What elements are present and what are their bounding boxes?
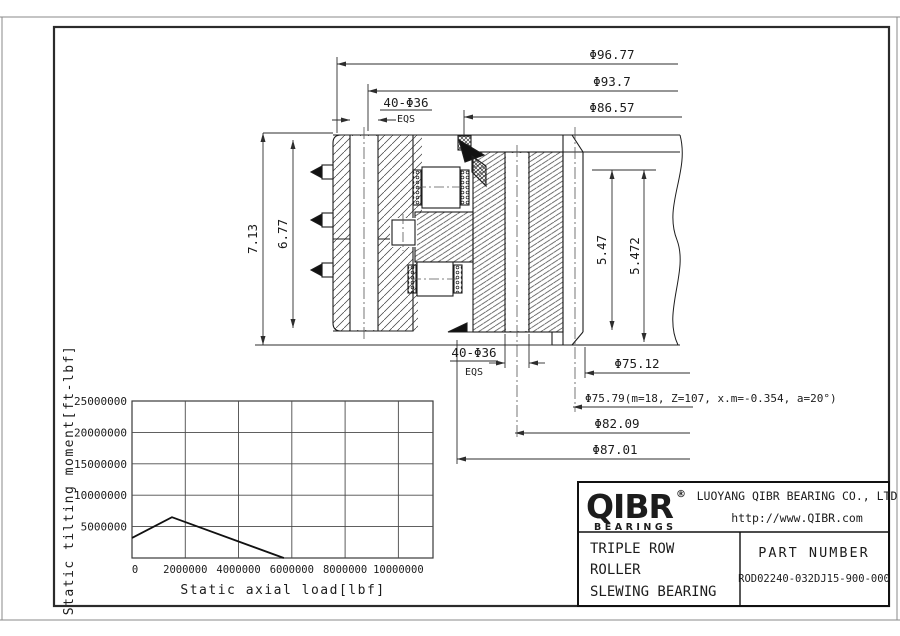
part-number-label: PART NUMBER [758, 545, 869, 561]
grease-nipple [309, 164, 334, 180]
grease-nipple [309, 262, 334, 278]
product-line-3: SLEWING BEARING [590, 584, 716, 600]
capacity-chart: 0 2000000 4000000 6000000 8000000 10000000 500… [62, 345, 434, 615]
dim-gear-width: 5.47 [594, 235, 609, 265]
outer-ring-nose [414, 211, 474, 263]
grease-nipple [309, 212, 334, 228]
dim-overall-height: 7.13 [245, 224, 260, 254]
dim-root-diameter: Φ75.12 [614, 356, 659, 371]
chart-y-tick-label: 25000000 [74, 395, 127, 408]
chart-x-tick-label: 8000000 [323, 564, 367, 576]
part-number-value: ROD02240-032DJ15-900-000 [738, 573, 890, 585]
product-line-1: TRIPLE ROW [590, 541, 675, 557]
dim-gear-note: Φ75.79(m=18, Z=107, x.m=-0.354, a=20°) [585, 392, 837, 405]
centerlines [363, 127, 576, 438]
chart-curve [131, 516, 285, 559]
dim-outer-ring-diameter: Φ87.01 [592, 442, 637, 457]
dim-seal-diameter-top: Φ86.57 [589, 100, 634, 115]
dim-outer-diameter: Φ96.77 [589, 47, 634, 62]
dim-ring-height: 6.77 [275, 219, 290, 249]
chart-x-tick-label: 4000000 [216, 564, 260, 576]
chart-x-tick-label: 2000000 [163, 564, 207, 576]
product-description: TRIPLE ROW ROLLER SLEWING BEARING [590, 541, 716, 600]
logo-subtext: BEARINGS [594, 522, 677, 533]
company-website: http://www.QIBR.com [731, 511, 863, 525]
lower-roller-row [407, 261, 463, 297]
top-seal [457, 135, 487, 188]
chart-y-tick-label: 15000000 [74, 458, 127, 471]
title-block: QIBR ® BEARINGS LUOYANG QIBR BEARING CO.… [577, 481, 898, 607]
inner-border [52, 25, 891, 608]
chart-layer: 0 2000000 4000000 6000000 8000000 10000000 500… [74, 395, 433, 576]
chart-plot-border [131, 400, 434, 559]
chart-y-tick-label: 5000000 [81, 521, 127, 534]
dim-bolt-circle-top: Φ93.7 [593, 74, 631, 89]
logo-text: QIBR [586, 487, 673, 526]
chart-x-tick-label: 10000000 [373, 564, 424, 576]
dim-bolt-count-bottom: 40-Φ36 [451, 345, 496, 360]
dimension-texts: Φ96.77 Φ93.7 Φ86.57 40-Φ36 EQS 7.13 6.77… [245, 47, 837, 457]
chart-y-tick-label: 10000000 [74, 489, 127, 502]
break-line [672, 134, 683, 346]
dimension-layer [255, 57, 693, 464]
company-name: LUOYANG QIBR BEARING CO., LTD [697, 489, 898, 503]
dim-bolt-count-top: 40-Φ36 [383, 95, 428, 110]
sheet-frame [0, 16, 900, 621]
chart-x-tick-label: 0 [132, 564, 138, 576]
bearing-section [309, 127, 683, 438]
chart-x-axis-label: Static axial load[lbf] [180, 583, 385, 598]
registered-mark-icon: ® [676, 489, 686, 500]
product-line-2: ROLLER [590, 562, 641, 578]
radial-roller-row [390, 214, 417, 251]
dim-bolt-eqs-bottom: EQS [465, 367, 483, 378]
dim-gear-width-2: 5.472 [627, 237, 642, 275]
brand-logo: QIBR ® BEARINGS [586, 487, 686, 533]
dim-bolt-circle-bottom: Φ82.09 [594, 416, 639, 431]
dim-bolt-eqs-top: EQS [397, 114, 415, 125]
chart-x-tick-label: 6000000 [270, 564, 314, 576]
chart-y-tick-label: 20000000 [74, 426, 127, 439]
title-block-border [577, 481, 890, 607]
chart-y-axis-label: Static tilting moment[ft-lbf] [62, 345, 77, 615]
upper-roller-row [412, 166, 470, 209]
gear-rim [571, 134, 683, 346]
bottom-seal [447, 322, 468, 333]
